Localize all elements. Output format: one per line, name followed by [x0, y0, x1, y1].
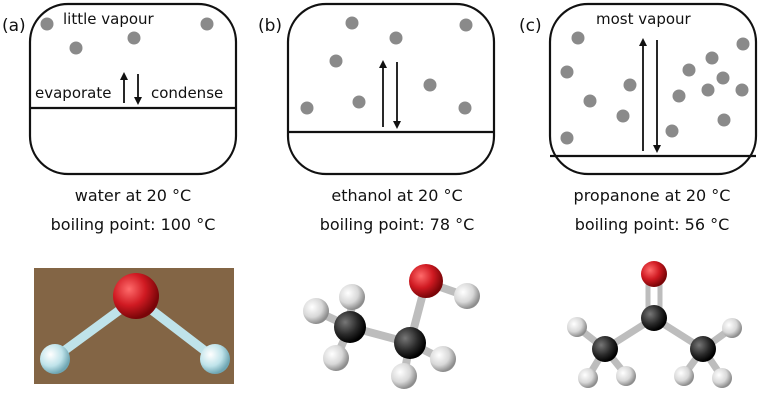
- panel-a-particles: [40, 17, 214, 55]
- vapour-particle: [423, 78, 437, 92]
- hydrogen-atom: [200, 344, 230, 374]
- vapour-particle: [665, 124, 679, 138]
- hydrogen-atom: [616, 366, 636, 386]
- vapour-particle: [717, 113, 731, 127]
- vapour-particle: [701, 83, 715, 97]
- panel-c-caption-line1: propanone at 20 °C: [574, 186, 731, 205]
- vapour-particle: [127, 31, 141, 45]
- vapour-particle: [459, 18, 473, 32]
- hydrogen-atom: [303, 298, 329, 324]
- vapour-particle: [300, 101, 314, 115]
- carbon-atom: [592, 336, 618, 362]
- panel-c-container: [548, 2, 758, 176]
- vapour-particle: [389, 31, 403, 45]
- carbon-atom: [334, 311, 366, 343]
- hydrogen-atom: [323, 345, 349, 371]
- panel-c-caption-line2: boiling point: 56 °C: [575, 215, 730, 234]
- hydrogen-atom: [430, 346, 456, 372]
- vapour-particle: [69, 41, 83, 55]
- vapour-particle: [458, 101, 472, 115]
- panel-a-box-label: little vapour: [63, 10, 155, 28]
- water-molecule-model: [34, 268, 234, 384]
- panel-a-evaporate-label: evaporate: [35, 84, 111, 102]
- vapour-particle: [705, 51, 719, 65]
- oxygen-atom: [409, 264, 443, 298]
- panel-b-particles: [300, 16, 473, 115]
- vapour-particle: [623, 78, 637, 92]
- vapour-particle: [329, 54, 343, 68]
- panel-a: (a) little vapour evaporate condense wat…: [2, 2, 238, 234]
- panel-b: (b) ethanol at 20 °C boiling point: 78 °…: [258, 2, 496, 234]
- panel-a-container: [28, 2, 238, 176]
- vapour-particle: [583, 94, 597, 108]
- panel-a-letter: (a): [2, 16, 26, 36]
- ethanol-molecule-model: [303, 264, 480, 389]
- panel-a-caption-line2: boiling point: 100 °C: [51, 215, 216, 234]
- vapour-particle: [200, 17, 214, 31]
- vapour-particle: [352, 95, 366, 109]
- panel-c: (c) most vapour propanone at 20 °C boili…: [519, 2, 758, 234]
- panel-c-letter: (c): [519, 16, 542, 36]
- hydrogen-atom: [578, 368, 598, 388]
- vapour-particle: [560, 65, 574, 79]
- panel-b-container: [286, 2, 496, 176]
- hydrogen-atom: [712, 368, 732, 388]
- panel-c-particles: [560, 31, 750, 145]
- hydrogen-atom: [674, 366, 694, 386]
- panel-a-condense-label: condense: [151, 84, 223, 102]
- vapour-particle: [345, 16, 359, 30]
- hydrogen-atom: [391, 363, 417, 389]
- hydrogen-atom: [722, 318, 742, 338]
- carbon-atom: [690, 336, 716, 362]
- carbon-atom: [641, 305, 667, 331]
- oxygen-atom: [113, 273, 159, 319]
- vapour-particle: [672, 89, 686, 103]
- carbon-atom: [394, 327, 426, 359]
- panel-a-caption-line1: water at 20 °C: [75, 186, 191, 205]
- vapour-particle: [716, 71, 730, 85]
- vapour-particle: [40, 17, 54, 31]
- propanone-molecule-model: [567, 261, 742, 388]
- vapour-particle: [560, 131, 574, 145]
- vapour-particle: [682, 63, 696, 77]
- hydrogen-atom: [567, 317, 587, 337]
- oxygen-atom: [641, 261, 667, 287]
- panel-c-box-label: most vapour: [596, 10, 692, 28]
- vapour-particle: [735, 83, 749, 97]
- hydrogen-atom: [40, 344, 70, 374]
- hydrogen-atom: [454, 283, 480, 309]
- panel-b-letter: (b): [258, 16, 282, 36]
- panel-b-caption-line2: boiling point: 78 °C: [320, 215, 475, 234]
- vapour-particle: [571, 31, 585, 45]
- hydrogen-atom: [339, 284, 365, 310]
- vapour-particle: [616, 109, 630, 123]
- vapour-particle: [736, 37, 750, 51]
- panel-b-caption-line1: ethanol at 20 °C: [331, 186, 462, 205]
